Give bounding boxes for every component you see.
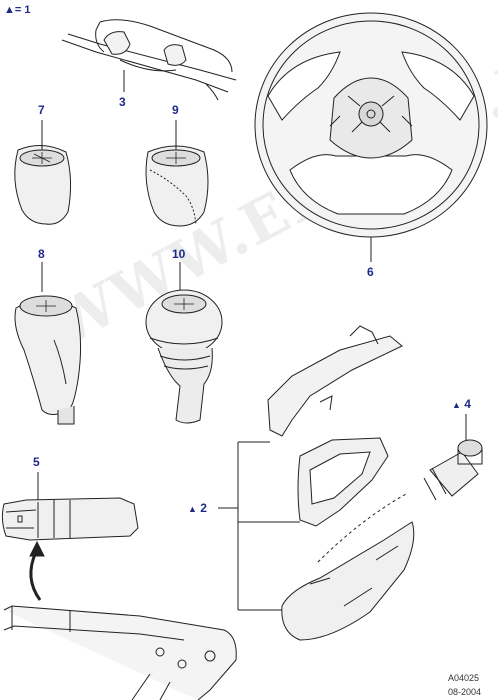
callout-7: 7 bbox=[38, 103, 45, 117]
callout-8: 8 bbox=[38, 247, 45, 261]
callout-10: 10 bbox=[172, 247, 186, 261]
marker-4: ▲ bbox=[452, 400, 461, 410]
callout-9: 9 bbox=[172, 103, 179, 117]
callout-4: ▲ 4 bbox=[452, 397, 471, 411]
part-3-handbrake-cover bbox=[61, 19, 237, 101]
callout-5: 5 bbox=[33, 455, 40, 469]
part-9-gear-knob-stitched bbox=[145, 145, 209, 227]
part-2-console-trim-group bbox=[218, 325, 415, 641]
part-6-steering-wheel bbox=[254, 12, 488, 238]
part-4-cigar-lighter bbox=[423, 439, 483, 501]
callout-2: ▲ 2 bbox=[188, 501, 207, 515]
diagram-code: A04025 bbox=[448, 673, 480, 683]
assembly-arrow bbox=[29, 551, 42, 601]
diagram-date: 08-2004 bbox=[448, 687, 482, 697]
callout-3: 3 bbox=[119, 95, 126, 109]
assembly-arrow-head bbox=[29, 540, 45, 557]
legend-text: = 1 bbox=[14, 4, 31, 16]
legend: ▲= 1 bbox=[4, 5, 31, 16]
part-8-gear-knob-tall bbox=[14, 295, 82, 425]
part-10-gear-knob-round bbox=[145, 289, 223, 424]
part-7-gear-knob bbox=[14, 145, 72, 225]
legend-symbol: ▲ bbox=[4, 4, 15, 16]
marker-2: ▲ bbox=[188, 504, 197, 514]
callout-6: 6 bbox=[367, 265, 374, 279]
handbrake-lever bbox=[3, 605, 237, 700]
part-5-handbrake-grip bbox=[1, 497, 139, 541]
